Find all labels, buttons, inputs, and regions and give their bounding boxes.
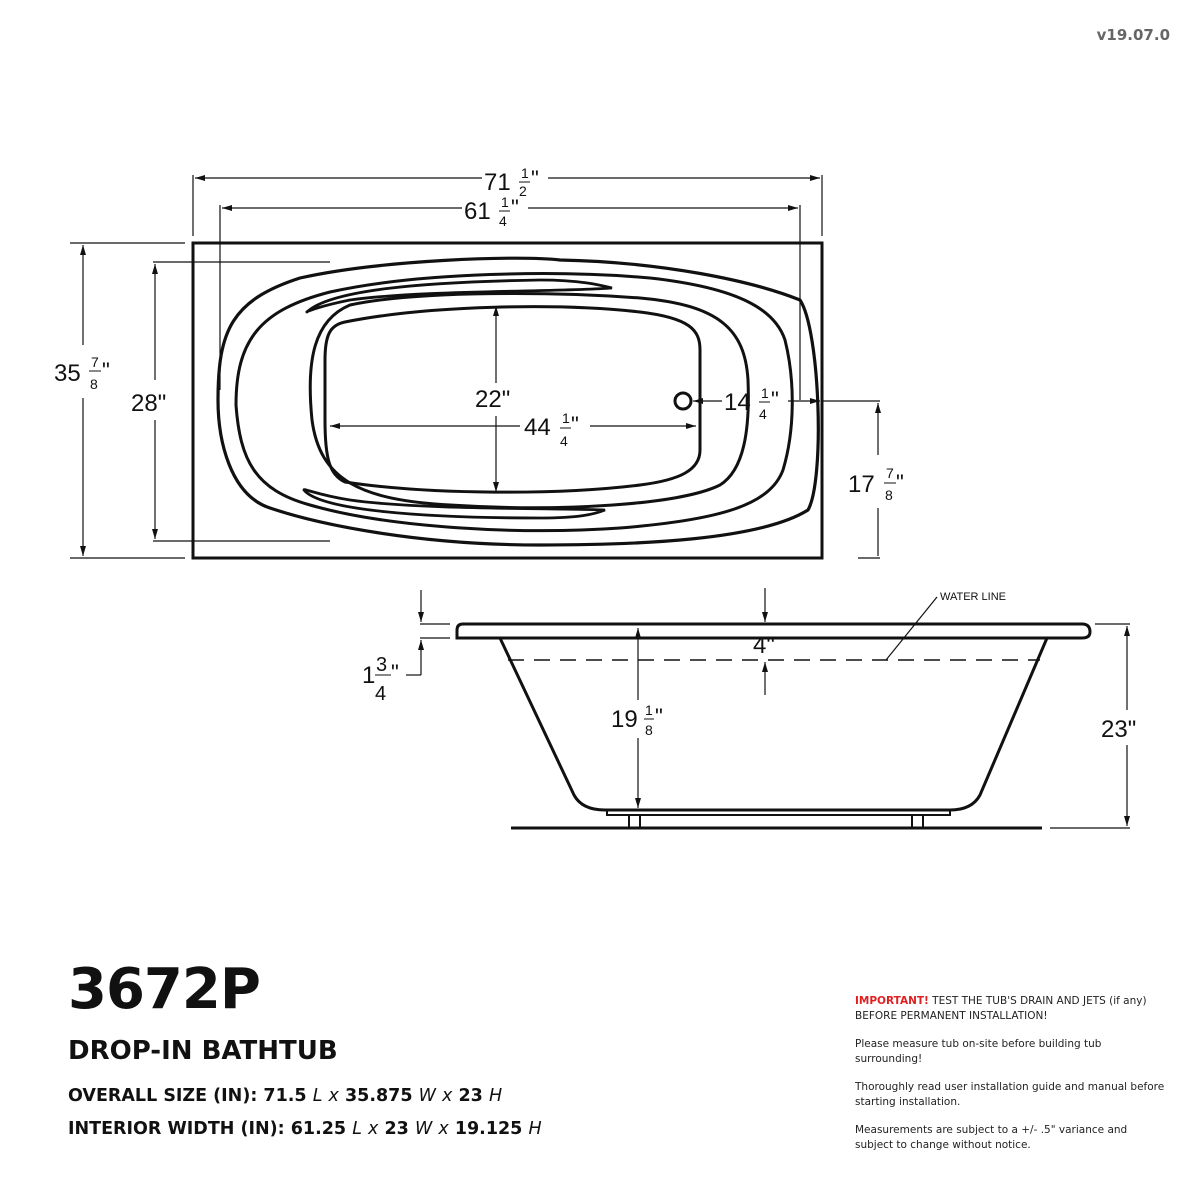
technical-drawing: 71 1 2 " 61 1 4 " 35 7 8 " 28" 22" 44 1 …	[54, 165, 1136, 830]
note-variance: Measurements are subject to a +/- .5" va…	[855, 1124, 1128, 1151]
version-label: v19.07.0	[1096, 26, 1170, 44]
swirl-bottom	[302, 488, 606, 520]
important-note: IMPORTANT! TEST THE TUB'S DRAIN AND JETS…	[855, 994, 1165, 1024]
water-depth-label: 4"	[753, 632, 775, 659]
important-label: IMPORTANT!	[855, 995, 929, 1007]
w-letter: W	[418, 1086, 436, 1106]
tub-body	[498, 637, 1049, 812]
x-letter: x	[328, 1086, 339, 1106]
top-view	[70, 175, 881, 560]
overall-size-label: OVERALL SIZE (IN):	[68, 1086, 258, 1106]
note-measure: Please measure tub on-site before buildi…	[855, 1038, 1102, 1065]
side-view	[406, 588, 1130, 830]
overall-length-value: 71.5	[263, 1086, 307, 1106]
second-contour	[234, 272, 794, 533]
interior-length-label: 61 1 4 "	[464, 194, 519, 230]
installation-notes: IMPORTANT! TEST THE TUB'S DRAIN AND JETS…	[855, 994, 1165, 1166]
drain-offset-label: 14 1 4 "	[724, 385, 779, 423]
x-letter: x	[438, 1119, 449, 1139]
interior-depth-label: 19 1 8 "	[611, 702, 663, 739]
note-read-guide: Thoroughly read user installation guide …	[855, 1081, 1165, 1108]
model-number: 3672P	[68, 957, 261, 1022]
interior-width-value: 23	[384, 1119, 409, 1139]
interior-height-value: 19.125	[454, 1119, 523, 1139]
overall-width-label: 35 7 8 "	[54, 354, 110, 393]
product-type: DROP-IN BATHTUB	[68, 1036, 338, 1066]
outer-rim	[216, 256, 820, 547]
basin-width-label: 22"	[475, 386, 510, 413]
top-view-labels: 71 1 2 " 61 1 4 " 35 7 8 " 28" 22" 44 1 …	[54, 165, 904, 504]
overall-size-spec: OVERALL SIZE (IN): 71.5 L x 35.875 W x 2…	[68, 1086, 503, 1106]
l-letter: L	[352, 1119, 362, 1139]
rim-thickness-label: 1 3 4 "	[362, 654, 399, 705]
h-letter: H	[528, 1119, 542, 1139]
swirl-top	[305, 278, 613, 314]
overall-length-label: 71 1 2 "	[484, 165, 539, 200]
overall-height-label: 23"	[1101, 716, 1136, 743]
interior-size-spec: INTERIOR WIDTH (IN): 61.25 L x 23 W x 19…	[68, 1119, 542, 1139]
l-letter: L	[312, 1086, 323, 1106]
water-line-label: WATER LINE	[940, 591, 1006, 603]
interior-width-label: 28"	[131, 390, 166, 417]
x-letter: x	[442, 1086, 453, 1106]
drain-edge-label: 17 7 8 "	[848, 465, 904, 504]
x-letter: x	[368, 1119, 379, 1139]
side-view-labels: WATER LINE 1 3 4 " 4" 19 1 8 " 23"	[362, 591, 1136, 743]
h-letter: H	[488, 1086, 503, 1106]
basin-length-label: 44 1 4 "	[524, 410, 579, 450]
overall-width-value: 35.875	[345, 1086, 413, 1106]
w-letter: W	[414, 1119, 433, 1139]
interior-length-value: 61.25	[290, 1119, 347, 1139]
drain-icon	[673, 391, 693, 411]
lounge-contour	[308, 292, 750, 510]
basin-outline	[323, 305, 702, 494]
tub-rim	[455, 622, 1092, 640]
important-text: TEST THE TUB'S DRAIN AND JETS (if any) B…	[855, 995, 1147, 1022]
interior-size-label: INTERIOR WIDTH (IN):	[68, 1119, 285, 1139]
overall-height-value: 23	[458, 1086, 483, 1106]
